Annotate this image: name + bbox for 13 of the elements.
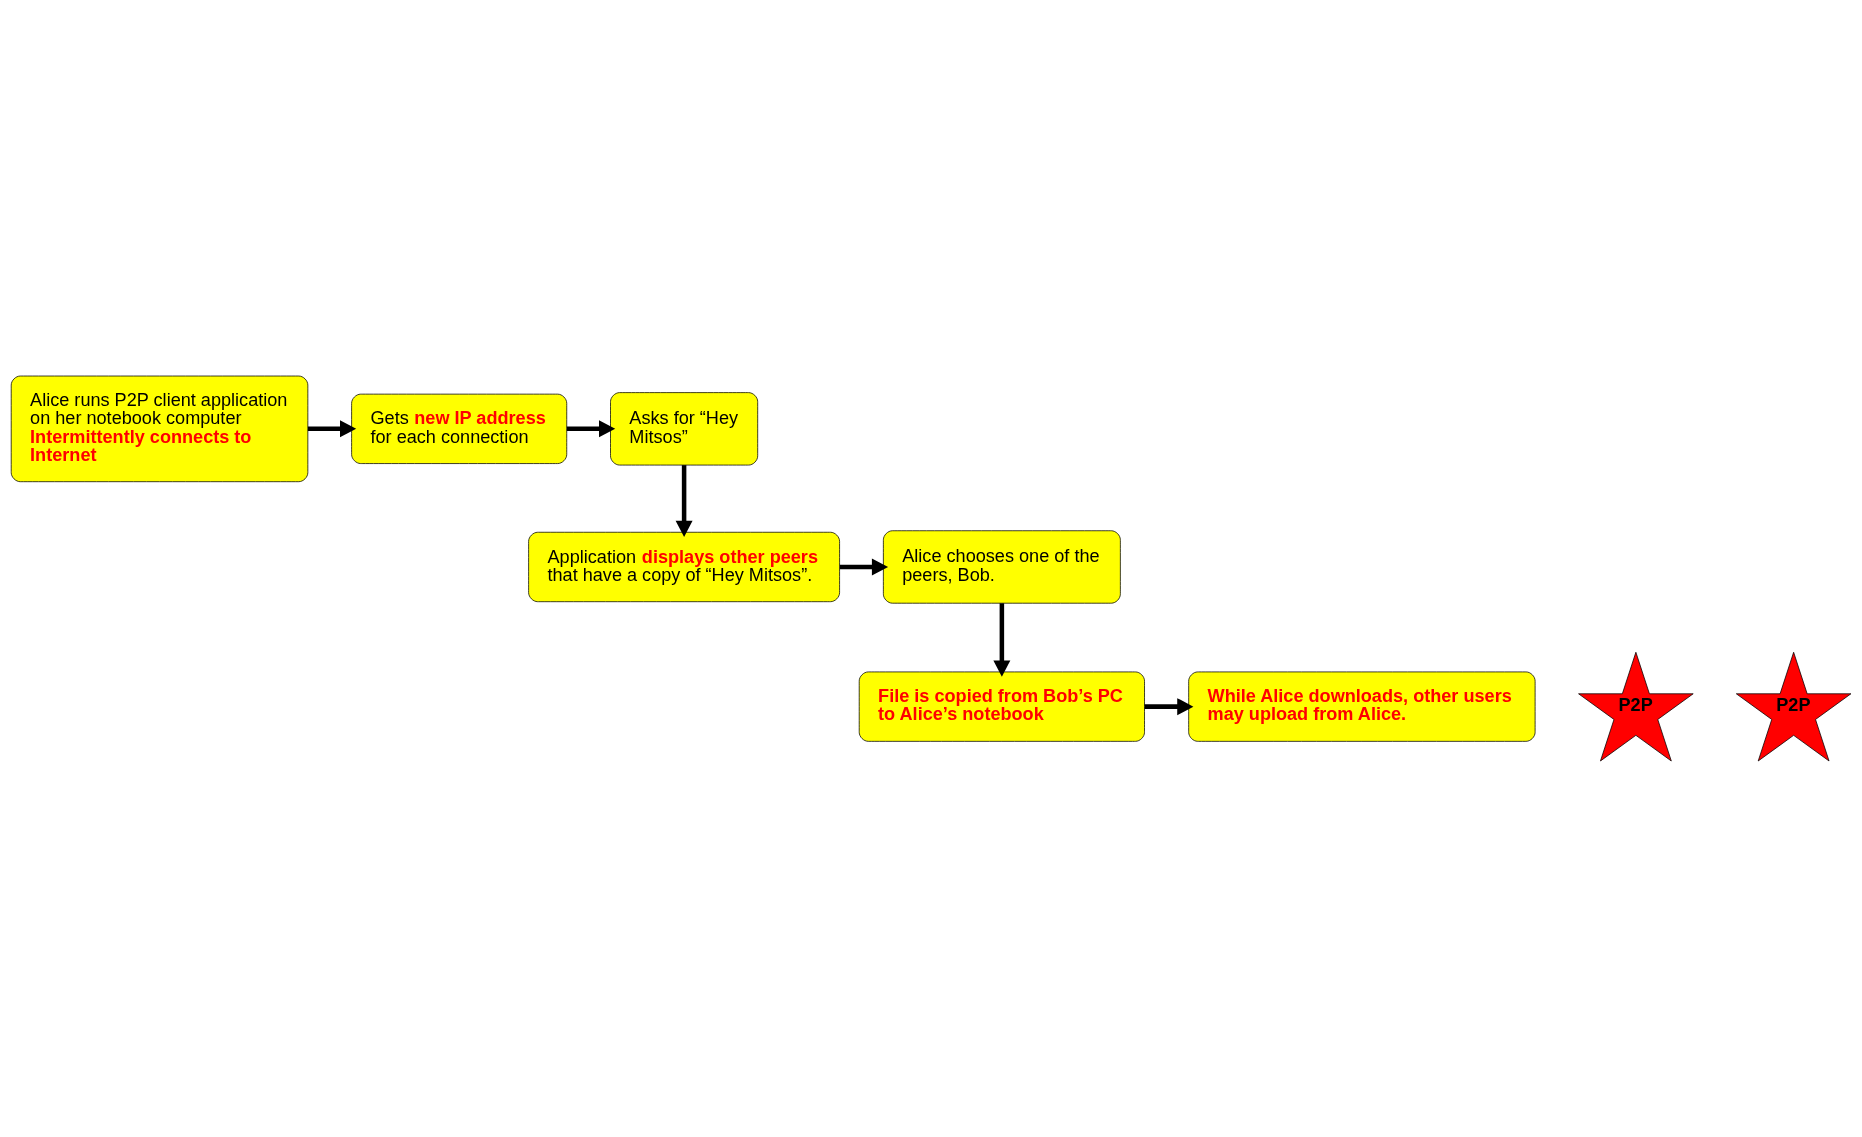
node-box: Alice runs P2P client application on her notebook computer Intermittently connects to Internet: [10, 375, 309, 483]
node-box: Alice chooses one of the peers, Bob.: [883, 530, 1121, 604]
arrow: [1144, 698, 1194, 716]
node-box: File is copied from Bob’s PC to Alice’s notebook: [858, 671, 1145, 742]
node-box: While Alice downloads, other users may upload from Alice.: [1188, 671, 1536, 742]
arrow: [566, 420, 616, 438]
node-box: Gets new IP address for each connection: [351, 393, 568, 464]
arrow: [993, 603, 1011, 677]
node-box: Asks for “Hey Mitsos”: [610, 392, 759, 466]
arrow: [839, 558, 889, 576]
arrow: [307, 420, 357, 438]
node-box: Application displays other peers that have a copy of “Hey Mitsos”.: [528, 531, 840, 603]
arrow: [675, 465, 693, 537]
